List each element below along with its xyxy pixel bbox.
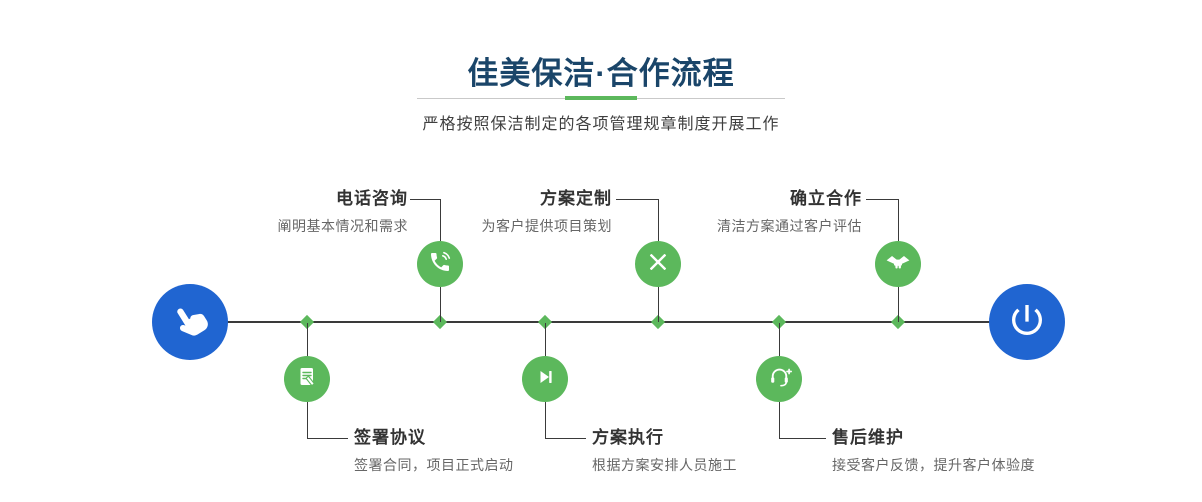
process-node-cooperate	[875, 241, 921, 287]
connector	[545, 323, 546, 356]
step-title: 售后维护	[832, 428, 904, 447]
step-desc: 签署合同，项目正式启动	[354, 457, 514, 473]
timeline	[190, 321, 1028, 323]
connector	[307, 402, 308, 438]
connector	[307, 438, 348, 439]
step-desc: 清洁方案通过客户评估	[717, 218, 862, 234]
connector	[545, 438, 586, 439]
step-label-aftersale: 售后维护 接受客户反馈，提升客户体验度	[832, 427, 1035, 475]
play-icon	[533, 365, 557, 394]
connector	[616, 199, 658, 200]
step-desc: 根据方案安排人员施工	[592, 457, 737, 473]
step-label-plan: 方案定制 为客户提供项目策划	[482, 188, 613, 236]
page-title: 佳美保洁·合作流程	[467, 56, 735, 91]
process-node-aftersale	[756, 356, 802, 402]
underline-accent	[565, 96, 637, 100]
contract-icon	[295, 365, 319, 394]
design-tools-icon	[646, 250, 670, 279]
process-node-execute	[522, 356, 568, 402]
connector	[779, 323, 780, 356]
pointing-hand-icon	[170, 300, 210, 345]
step-title: 签署协议	[354, 428, 426, 447]
connector	[779, 402, 780, 438]
step-desc: 阐明基本情况和需求	[277, 218, 408, 234]
step-title: 确立合作	[790, 189, 862, 208]
connector	[658, 199, 659, 241]
connector	[866, 199, 898, 200]
page-subtitle: 严格按照保洁制定的各项管理规章制度开展工作	[422, 116, 780, 133]
start-node	[152, 284, 228, 360]
step-desc: 接受客户反馈，提升客户体验度	[832, 457, 1035, 473]
connector	[410, 199, 440, 200]
step-label-execute: 方案执行 根据方案安排人员施工	[592, 427, 737, 475]
step-title: 电话咨询	[336, 189, 408, 208]
connector	[440, 199, 441, 241]
underline-right	[637, 97, 785, 99]
process-node-sign	[284, 356, 330, 402]
step-label-cooperate: 确立合作 清洁方案通过客户评估	[717, 188, 862, 236]
phone-icon	[428, 250, 452, 279]
step-title: 方案执行	[592, 428, 664, 447]
power-icon	[1007, 300, 1047, 345]
end-node	[989, 284, 1065, 360]
title-underline	[417, 96, 785, 100]
connector	[898, 287, 899, 322]
connector	[658, 287, 659, 322]
step-title: 方案定制	[540, 189, 612, 208]
handshake-icon	[885, 249, 911, 280]
process-node-plan	[635, 241, 681, 287]
step-label-phone: 电话咨询 阐明基本情况和需求	[278, 188, 409, 236]
connector	[779, 438, 826, 439]
connector	[898, 199, 899, 241]
headset-icon	[767, 364, 792, 394]
step-desc: 为客户提供项目策划	[481, 218, 612, 234]
underline-left	[417, 97, 565, 99]
step-label-sign: 签署协议 签署合同，项目正式启动	[354, 427, 514, 475]
connector	[545, 402, 546, 438]
connector	[307, 323, 308, 356]
process-node-phone	[417, 241, 463, 287]
connector	[440, 287, 441, 322]
